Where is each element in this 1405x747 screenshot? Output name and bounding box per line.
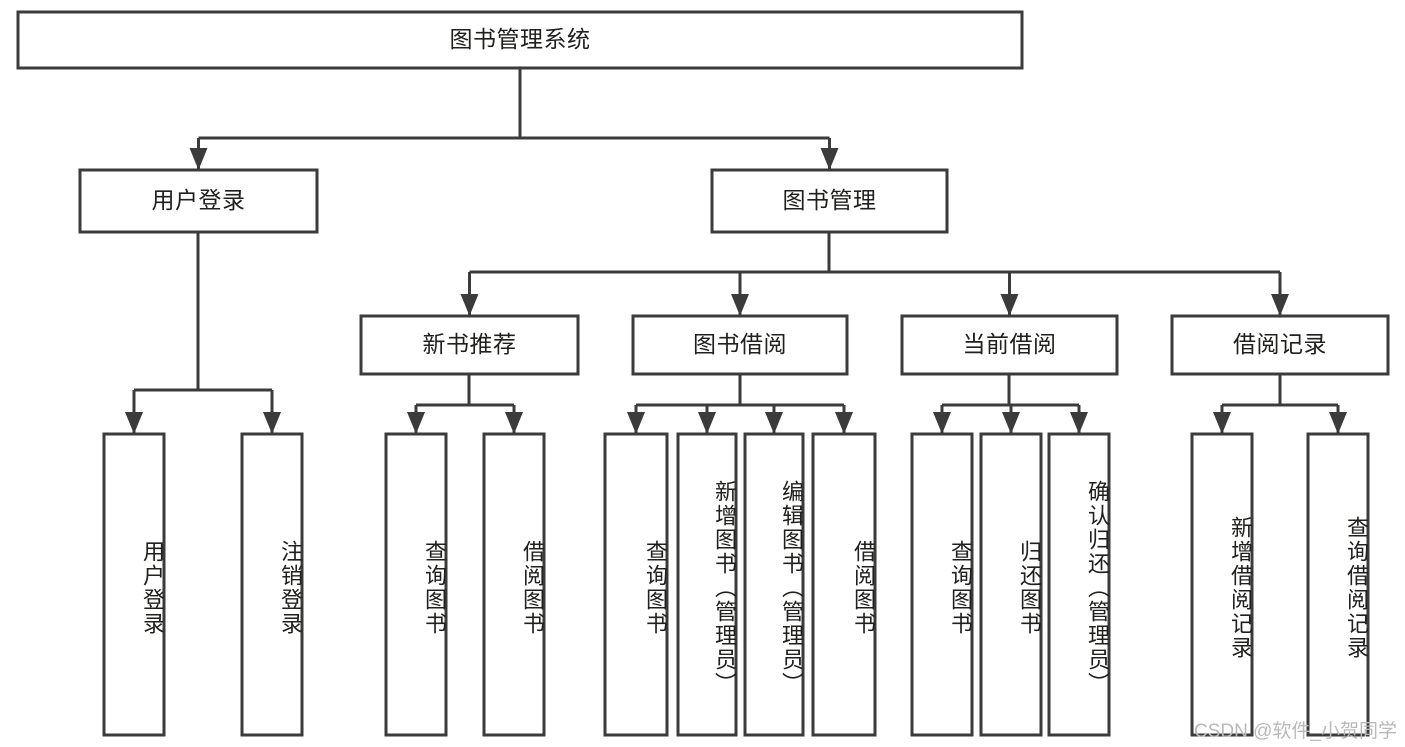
edge-borrow-to-leaves-arrowhead-0: [627, 412, 645, 434]
edge-root-to-level2-arrowhead-0: [189, 148, 208, 170]
edge-management-to-level3-arrowhead-1: [731, 294, 749, 316]
edge-management-to-level3-arrowhead-3: [1271, 294, 1289, 316]
edge-borrow-to-leaves-arrowhead-1: [698, 412, 716, 434]
edge-current-to-leaves-arrowhead-0: [933, 412, 951, 434]
leaf-return-book-box[interactable]: [979, 432, 1043, 737]
node-current-borrow-box[interactable]: [900, 314, 1119, 376]
edge-record-to-leaves-arrowhead-0: [1213, 412, 1231, 434]
node-user-login-box[interactable]: [78, 168, 319, 234]
node-borrow-record-box[interactable]: [1170, 314, 1390, 376]
edge-management-to-level3-arrowhead-2: [1000, 294, 1019, 316]
edge-borrow-to-leaves-arrowhead-2: [765, 412, 783, 434]
node-book-borrow-box[interactable]: [631, 314, 849, 376]
edge-login-to-leaves-arrowhead-1: [263, 412, 281, 434]
edge-root-to-level2-arrowhead-1: [820, 148, 839, 170]
node-book-management-box[interactable]: [710, 168, 949, 234]
leaf-confirm-return-admin-box[interactable]: [1047, 432, 1111, 737]
leaf-add-book-admin-box[interactable]: [676, 432, 738, 737]
edge-current-to-leaves-arrowhead-1: [1002, 412, 1020, 434]
leaf-edit-book-admin-box[interactable]: [743, 432, 805, 737]
node-book-management-system-box[interactable]: [16, 10, 1024, 70]
edge-current-to-leaves-arrowhead-2: [1070, 412, 1088, 434]
edge-borrow-to-leaves-arrowhead-3: [835, 412, 853, 434]
edge-recommend-to-leaves-arrowhead-1: [505, 412, 523, 434]
node-new-book-recommend-box[interactable]: [359, 314, 580, 376]
leaf-query-book-current-box[interactable]: [910, 432, 974, 737]
leaf-borrow-book-recommend-box[interactable]: [482, 432, 546, 737]
leaf-borrow-book-borrow-box[interactable]: [811, 432, 877, 737]
edge-recommend-to-leaves-arrowhead-0: [407, 412, 425, 434]
leaf-add-borrow-record-box[interactable]: [1190, 432, 1254, 737]
leaf-query-book-recommend-box[interactable]: [384, 432, 448, 737]
connector-layer: [125, 68, 1347, 434]
leaf-user-login-box[interactable]: [102, 432, 166, 737]
edge-management-to-level3-arrowhead-0: [460, 294, 479, 316]
leaf-query-book-borrow-box[interactable]: [603, 432, 669, 737]
node-box-layer: [16, 10, 1390, 737]
leaf-logout-login-box[interactable]: [240, 432, 304, 737]
edge-login-to-leaves-arrowhead-0: [125, 412, 143, 434]
leaf-query-borrow-record-box[interactable]: [1306, 432, 1370, 737]
edge-record-to-leaves-arrowhead-1: [1329, 412, 1347, 434]
